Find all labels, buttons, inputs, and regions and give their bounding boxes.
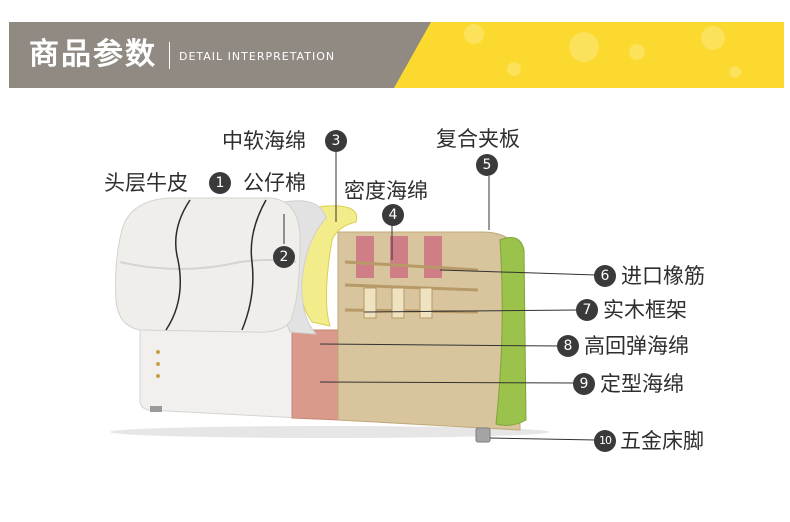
floor-shadow	[110, 426, 550, 438]
label-shaping-sponge: 定型海绵	[600, 372, 684, 396]
badge-1: 1	[209, 172, 231, 194]
label-high-resilience-sponge: 高回弹海绵	[584, 334, 689, 358]
page-title: 商品参数	[29, 37, 157, 72]
label-medium-soft-sponge: 中软海绵	[222, 129, 306, 153]
badge-3: 3	[325, 130, 347, 152]
banner-yellow-panel	[394, 22, 784, 88]
badge-4: 4	[382, 204, 404, 226]
header-banner: 商品参数 DETAIL INTERPRETATION	[9, 22, 784, 88]
label-composite-board: 复合夹板	[436, 127, 520, 151]
badge-7: 7	[576, 299, 598, 321]
badge-6: 6	[594, 265, 616, 287]
wood-frame	[363, 287, 433, 319]
title-divider	[169, 42, 170, 69]
badge-8: 8	[557, 335, 579, 357]
hardware-foot	[475, 427, 491, 443]
pink-strip	[356, 236, 374, 278]
left-foot	[150, 406, 162, 412]
green-sponge	[495, 237, 527, 426]
label-density-sponge: 密度海绵	[344, 179, 428, 203]
label-top-grain-leather: 头层牛皮	[104, 171, 188, 195]
label-hardware-feet: 五金床脚	[620, 429, 704, 453]
page-subtitle: DETAIL INTERPRETATION	[179, 50, 336, 63]
badge-5: 5	[476, 154, 498, 176]
label-imported-elastic: 进口橡筋	[621, 264, 705, 288]
badge-9: 9	[573, 373, 595, 395]
pink-sponge-block	[291, 329, 341, 421]
label-padding-cotton: 公仔棉	[243, 171, 306, 195]
badge-10: 10	[594, 430, 616, 452]
badge-2: 2	[273, 246, 295, 268]
label-solid-wood-frame: 实木框架	[603, 298, 687, 322]
callout-lines	[283, 152, 597, 441]
base-leather	[139, 319, 301, 419]
leather-cushion	[115, 197, 301, 333]
